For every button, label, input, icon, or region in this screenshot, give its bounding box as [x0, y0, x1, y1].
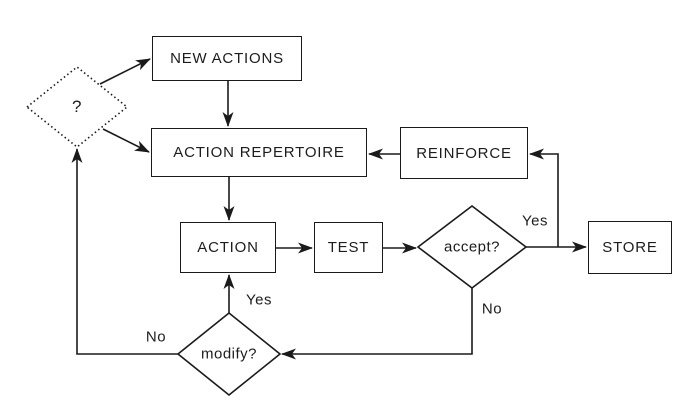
- node-new-actions: NEW ACTIONS: [152, 36, 302, 81]
- node-test: TEST: [314, 222, 383, 273]
- edge-label-accept-yes: Yes: [522, 212, 548, 230]
- edge-label-modify-yes: Yes: [246, 291, 272, 309]
- node-action-repertoire: ACTION REPERTOIRE: [151, 128, 367, 177]
- node-action-label: ACTION: [197, 239, 259, 256]
- edge-label-modify-no: No: [145, 328, 167, 346]
- edge-accept-to-modify: [281, 288, 473, 360]
- node-accept-diamond: [416, 204, 528, 290]
- node-reinforce-label: REINFORCE: [416, 144, 512, 162]
- node-store-label: STORE: [602, 239, 658, 256]
- node-test-label: TEST: [327, 239, 370, 256]
- node-accept-label: accept?: [443, 238, 501, 256]
- edge-modify-to-unknown: [71, 148, 178, 355]
- node-modify-label: modify?: [200, 345, 258, 363]
- edge-accept-to-reinforce: [529, 148, 559, 247]
- node-unknown-label: ?: [72, 97, 82, 116]
- edge-unknown-to-action-repertoire: [102, 128, 150, 153]
- node-action: ACTION: [180, 222, 276, 273]
- node-unknown-diamond: [25, 65, 129, 149]
- edge-unknown-to-new-actions: [99, 58, 151, 85]
- edge-label-accept-no: No: [481, 300, 503, 318]
- node-store: STORE: [588, 221, 672, 274]
- node-reinforce: REINFORCE: [400, 127, 528, 179]
- node-new-actions-label: NEW ACTIONS: [170, 50, 284, 67]
- node-action-repertoire-label: ACTION REPERTOIRE: [173, 144, 345, 161]
- node-modify-diamond: [176, 311, 282, 397]
